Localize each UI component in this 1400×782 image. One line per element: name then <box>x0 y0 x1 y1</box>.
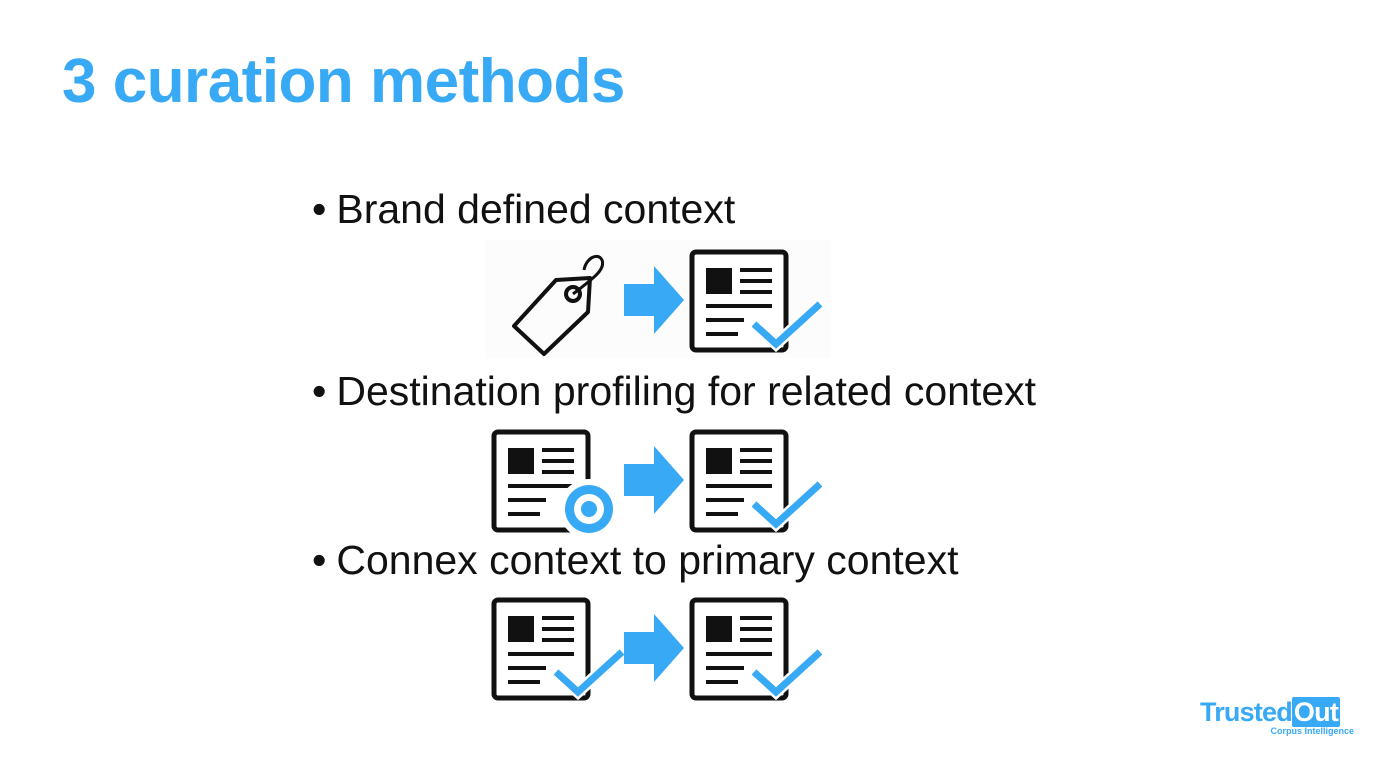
method-diagram-destination <box>486 424 831 538</box>
document-check-icon <box>689 429 826 533</box>
document-target-icon <box>491 429 619 538</box>
bullet-connex-context: •Connex context to primary context <box>312 537 959 584</box>
logo-name-part2: Out <box>1291 697 1341 727</box>
tag-icon <box>512 254 605 356</box>
bullet-label: Destination profiling for related contex… <box>336 368 1037 414</box>
bullet-destination-profiling: •Destination profiling for related conte… <box>312 368 1036 415</box>
method-diagram-connex <box>486 592 831 706</box>
logo-tagline: Corpus Intelligence <box>1270 726 1354 736</box>
bullet-label: Brand defined context <box>336 186 736 232</box>
document-check-icon <box>491 597 628 701</box>
bullet-dot: • <box>312 368 327 414</box>
method-diagram-brand <box>486 240 831 358</box>
bullet-brand-defined-context: •Brand defined context <box>312 186 735 233</box>
bullet-label: Connex context to primary context <box>336 537 959 583</box>
logo-name-part1: Trusted <box>1200 697 1293 727</box>
bullet-dot: • <box>312 537 327 583</box>
bullet-dot: • <box>312 186 327 232</box>
arrow-right-icon <box>624 614 684 682</box>
document-check-icon <box>689 249 826 353</box>
arrow-right-icon <box>624 446 684 514</box>
logo-wordmark: TrustedOut <box>1200 696 1341 728</box>
slide-title: 3 curation methods <box>62 47 625 116</box>
document-check-icon <box>689 597 826 701</box>
trustedout-logo: TrustedOut Corpus Intelligence <box>1200 696 1358 740</box>
arrow-right-icon <box>624 266 684 334</box>
